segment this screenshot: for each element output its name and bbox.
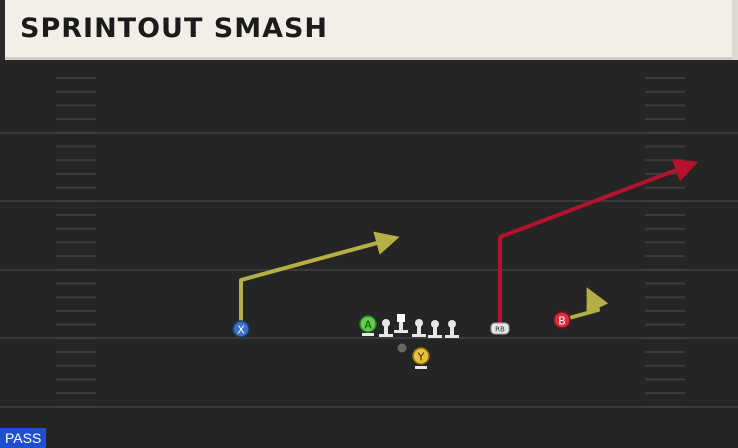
player-a-label: A bbox=[364, 319, 372, 332]
player-y[interactable]: Y bbox=[412, 347, 430, 369]
yard-lines bbox=[0, 132, 738, 408]
lineman-icon bbox=[428, 320, 442, 338]
route-b-flat bbox=[561, 287, 609, 322]
quarterback-icon bbox=[397, 343, 407, 353]
center-icon bbox=[394, 314, 408, 333]
play-type-badge: PASS bbox=[0, 428, 47, 448]
offensive-line bbox=[379, 314, 459, 338]
player-b-label: B bbox=[558, 315, 566, 328]
lineman-icon bbox=[379, 319, 393, 337]
player-rb[interactable]: RB bbox=[490, 322, 510, 335]
route-x-corner bbox=[239, 231, 400, 329]
player-a[interactable]: A bbox=[359, 315, 377, 336]
lineman-icon bbox=[412, 319, 426, 337]
field-turf bbox=[0, 60, 738, 448]
receiver-y-icon bbox=[412, 347, 430, 365]
play-diagram-field: X A Y B RB bbox=[0, 60, 738, 448]
hash-marks-left bbox=[56, 77, 96, 408]
receiver-b-icon bbox=[553, 311, 571, 329]
receiver-a-icon bbox=[359, 315, 377, 333]
player-b[interactable]: B bbox=[553, 311, 571, 329]
route-rb-post bbox=[498, 159, 699, 329]
title-corner-fold bbox=[732, 0, 738, 60]
play-title-bar: SPRINTOUT SMASH bbox=[0, 0, 738, 60]
player-rb-label: RB bbox=[495, 326, 505, 334]
receiver-x-icon bbox=[232, 320, 250, 338]
play-title: SPRINTOUT SMASH bbox=[20, 13, 329, 44]
lineman-icon bbox=[445, 320, 459, 338]
player-x[interactable]: X bbox=[232, 320, 250, 338]
running-back-icon bbox=[490, 322, 510, 335]
player-y-label: Y bbox=[417, 351, 425, 364]
title-accent-stripe bbox=[0, 0, 5, 60]
player-x-label: X bbox=[237, 324, 245, 337]
